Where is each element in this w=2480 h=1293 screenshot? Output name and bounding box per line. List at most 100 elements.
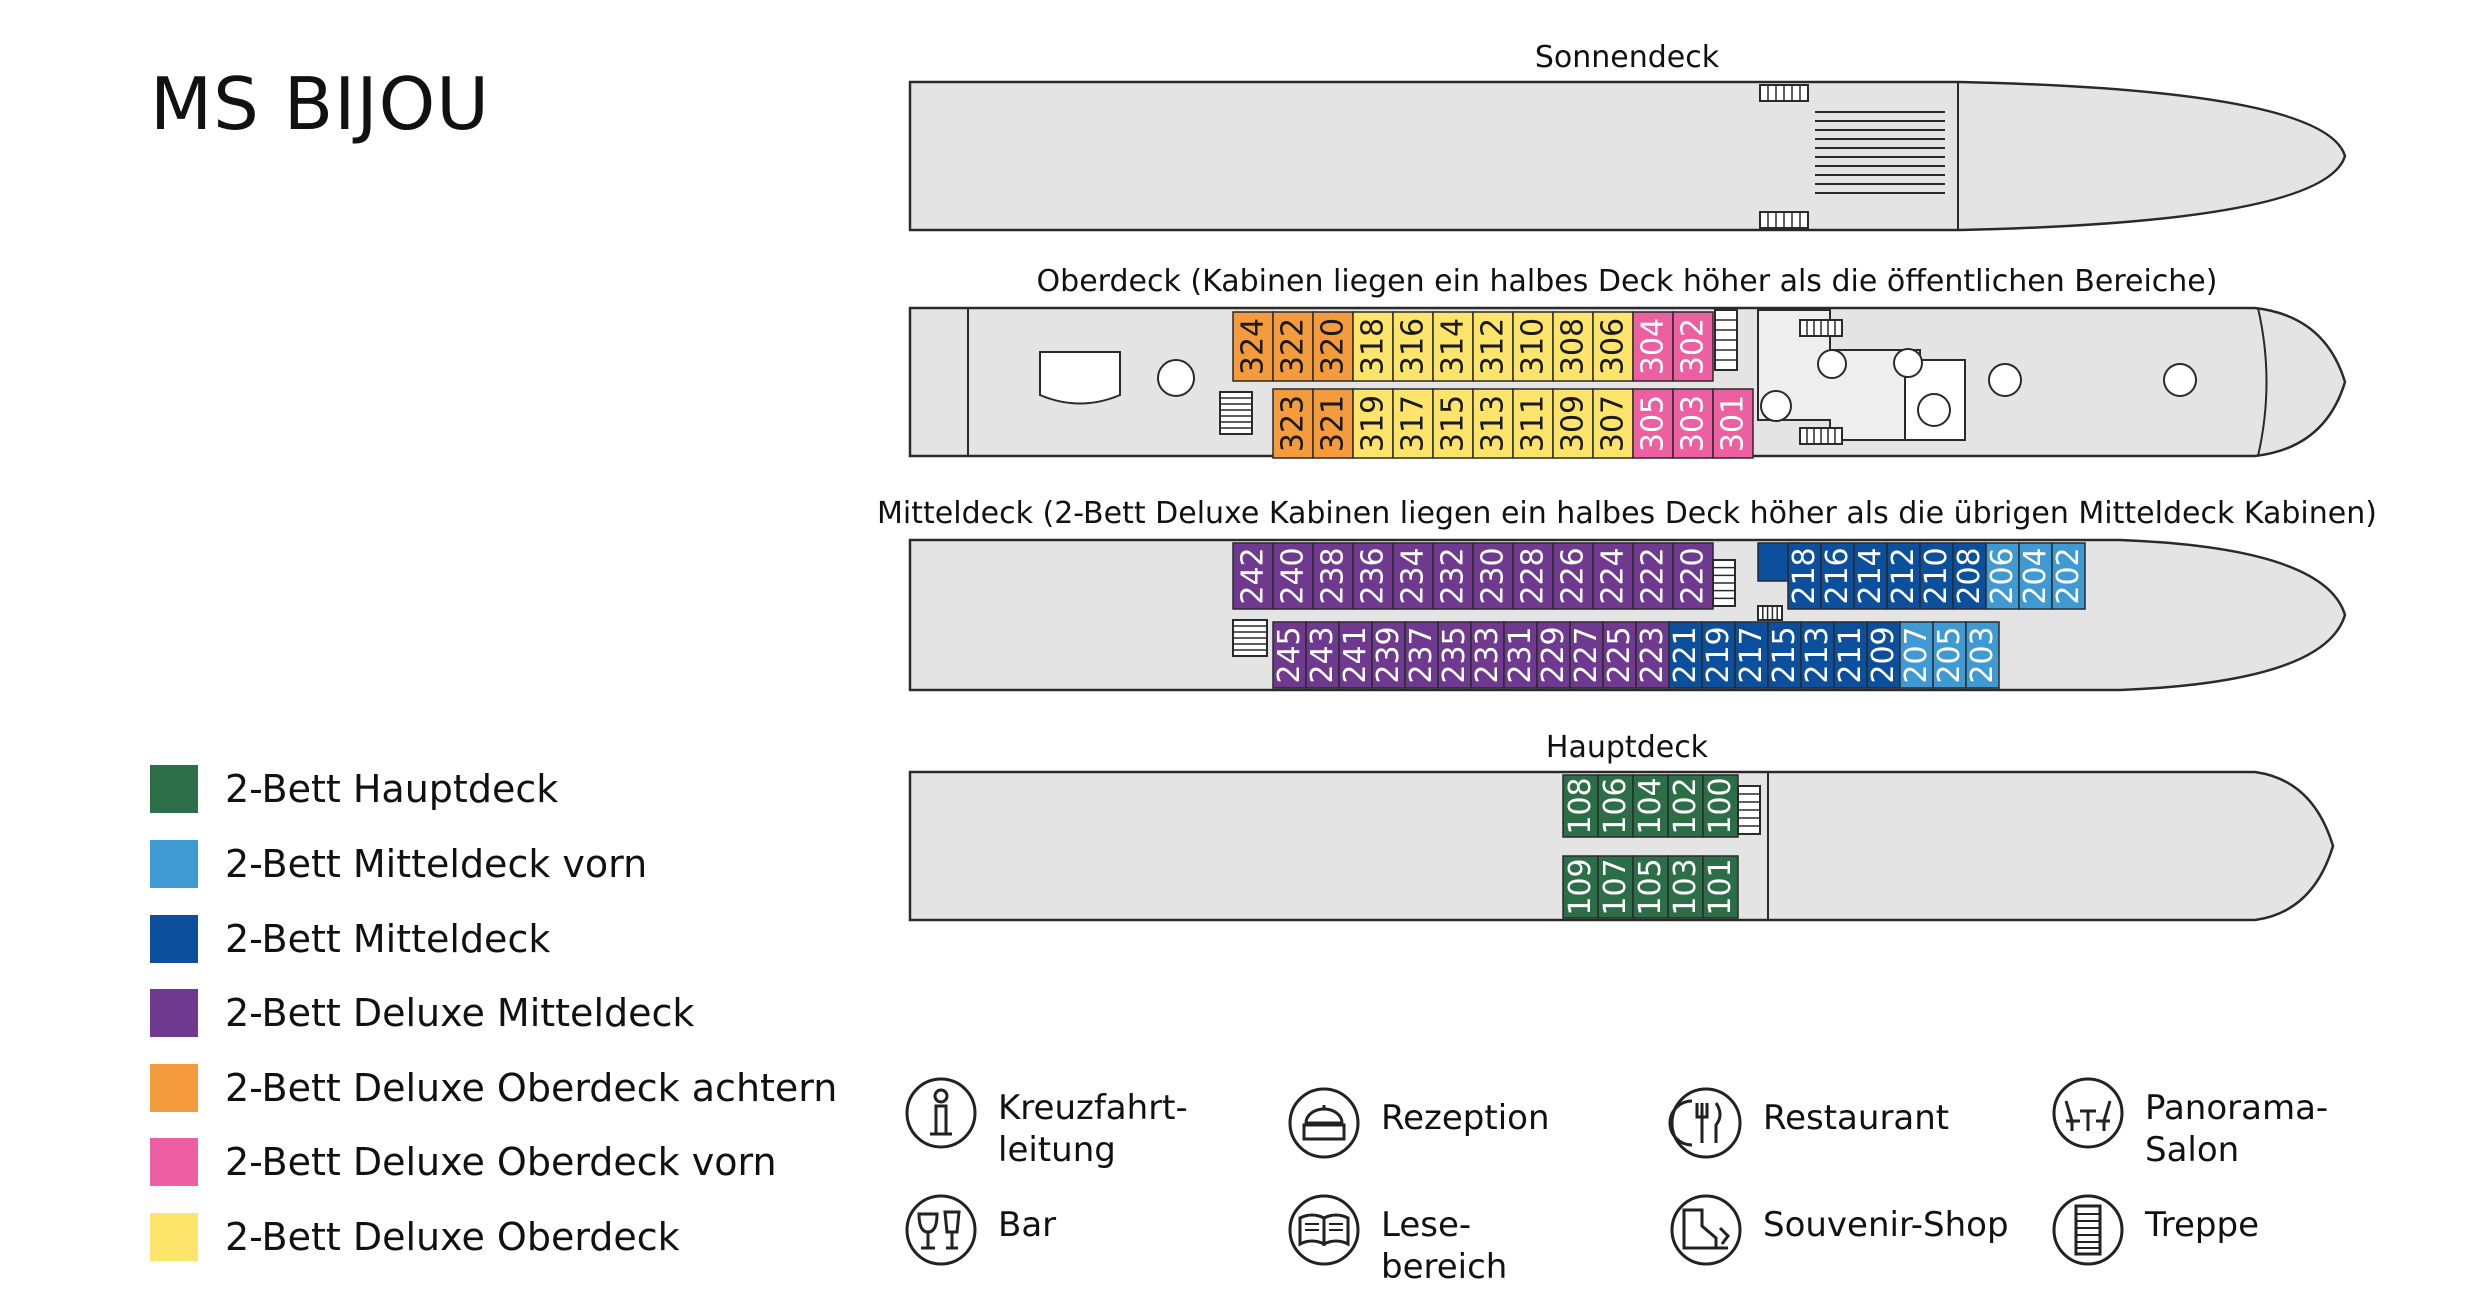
- cabin-220: [1672, 542, 1714, 610]
- cabin-number: 103: [1668, 858, 1703, 915]
- cabin-number: 238: [1316, 547, 1351, 604]
- icon-legend-item: Lese- bereich: [1286, 1192, 1666, 1287]
- cabin-number: 306: [1596, 318, 1631, 375]
- legend-swatch: [150, 1138, 198, 1186]
- panorama-salon-icon: [2052, 1077, 2124, 1149]
- cabin-204: [2018, 542, 2053, 610]
- cabin-number: 202: [2051, 547, 2086, 604]
- cabin-number: 205: [1932, 626, 1967, 683]
- cabin-number: 322: [1276, 318, 1311, 375]
- cabin-number: 234: [1396, 547, 1431, 604]
- legend-item: 2-Bett Deluxe Mitteldeck: [150, 989, 910, 1037]
- cabin-number: 106: [1598, 777, 1633, 834]
- cabin-number: 320: [1316, 318, 1351, 375]
- cabin-number: 107: [1598, 858, 1633, 915]
- cabin-number: 309: [1556, 395, 1591, 452]
- deck-label-mitteldeck: Mitteldeck (2-Bett Deluxe Kabinen liegen…: [877, 496, 2377, 531]
- cabin-211: [1833, 621, 1868, 689]
- cabin-number: 204: [2018, 547, 2053, 604]
- cabin-318: [1352, 311, 1394, 382]
- restaurant-icon: [1157, 359, 1195, 397]
- cabin-223: [1635, 621, 1670, 689]
- ship-title: MS BIJOU: [150, 62, 490, 146]
- cabin-number: 218: [1787, 547, 1822, 604]
- cabin-number: 231: [1503, 626, 1538, 683]
- icon-label: Bar: [998, 1205, 1057, 1245]
- cabin-216: [1820, 542, 1855, 610]
- cabin-310: [1512, 311, 1554, 382]
- legend-item: 2-Bett Deluxe Oberdeck achtern: [150, 1064, 910, 1112]
- cabin-230: [1472, 542, 1514, 610]
- cabin-number: 101: [1703, 858, 1738, 915]
- cabin-227: [1569, 621, 1604, 689]
- cabin-number: 226: [1556, 547, 1591, 604]
- cabin-number: 312: [1476, 318, 1511, 375]
- cabin-237: [1404, 621, 1439, 689]
- legend-swatch: [150, 1064, 198, 1112]
- sonnendeck-hull: [908, 80, 2347, 232]
- cabin-number: 210: [1919, 547, 1954, 604]
- legend-swatch: [150, 915, 198, 963]
- stairs-icon: [2052, 1194, 2124, 1266]
- cabin-316: [1392, 311, 1434, 382]
- cabin-306: [1592, 311, 1634, 382]
- cabin-number: 213: [1800, 626, 1835, 683]
- cabin-303: [1672, 388, 1714, 459]
- cabin-234: [1392, 542, 1434, 610]
- cabin-305: [1632, 388, 1674, 459]
- cabin-217: [1734, 621, 1769, 689]
- cabin-226: [1552, 542, 1594, 610]
- cabin-number: 302: [1676, 318, 1711, 375]
- cabin-number: 100: [1703, 777, 1738, 834]
- cabin-231: [1503, 621, 1538, 689]
- cabin-number: 109: [1563, 858, 1598, 915]
- legend-item: 2-Bett Mitteldeck: [150, 915, 910, 963]
- icon-legend-item: Souvenir-Shop: [1668, 1192, 2048, 1282]
- cabin-232: [1432, 542, 1474, 610]
- cabin-100: [1702, 774, 1739, 838]
- icon-legend-item: Rezeption: [1286, 1085, 1666, 1175]
- restaurant-icon: [1668, 1087, 1742, 1159]
- cabin-number: 311: [1516, 395, 1551, 452]
- cabin-number: 209: [1866, 626, 1901, 683]
- cabin-number: 216: [1820, 547, 1855, 604]
- cabin-number: 102: [1668, 777, 1703, 834]
- bar-icon: [905, 1194, 977, 1266]
- cabin-number: 227: [1569, 626, 1604, 683]
- cabin-number: 245: [1272, 626, 1307, 683]
- cabin-206: [1985, 542, 2020, 610]
- cabin-104: [1632, 774, 1669, 838]
- cabin-301: [1712, 388, 1754, 459]
- cabin-number: 105: [1633, 858, 1668, 915]
- cabin-number: 323: [1276, 395, 1311, 452]
- cabin-number: 219: [1701, 626, 1736, 683]
- legend-label: 2-Bett Deluxe Oberdeck vorn: [225, 1140, 777, 1184]
- cabin-219: [1701, 621, 1736, 689]
- legend-item: 2-Bett Mitteldeck vorn: [150, 840, 910, 888]
- cabin-238: [1312, 542, 1354, 610]
- cabin-number: 223: [1635, 626, 1670, 683]
- icon-label: Rezeption: [1381, 1098, 1550, 1138]
- cabin-number: 241: [1338, 626, 1373, 683]
- icon-legend-item: Kreuzfahrt- leitung: [903, 1075, 1283, 1170]
- cabin-202: [2051, 542, 2086, 610]
- cabin-243: [1305, 621, 1340, 689]
- reading-icon: [1288, 1194, 1360, 1266]
- cabin-235: [1437, 621, 1472, 689]
- hauptdeck-hull: [908, 770, 2335, 922]
- cabin-number: 305: [1636, 395, 1671, 452]
- cabin-number: 321: [1316, 395, 1351, 452]
- cabin-number: 316: [1396, 318, 1431, 375]
- cabin-324: [1232, 311, 1274, 382]
- legend-label: 2-Bett Mitteldeck vorn: [225, 842, 648, 886]
- icon-label: Lese- bereich: [1381, 1205, 1508, 1287]
- cabin-number: 240: [1276, 547, 1311, 604]
- cabin-241: [1338, 621, 1373, 689]
- cabin-number: 303: [1676, 395, 1711, 452]
- cabin-101: [1702, 855, 1739, 919]
- info-icon: [1893, 348, 1923, 378]
- cabin-106: [1597, 774, 1634, 838]
- deck-label-sonnendeck: Sonnendeck: [1534, 40, 1720, 75]
- cabin-number: 235: [1437, 626, 1472, 683]
- cabin-number: 318: [1356, 318, 1391, 375]
